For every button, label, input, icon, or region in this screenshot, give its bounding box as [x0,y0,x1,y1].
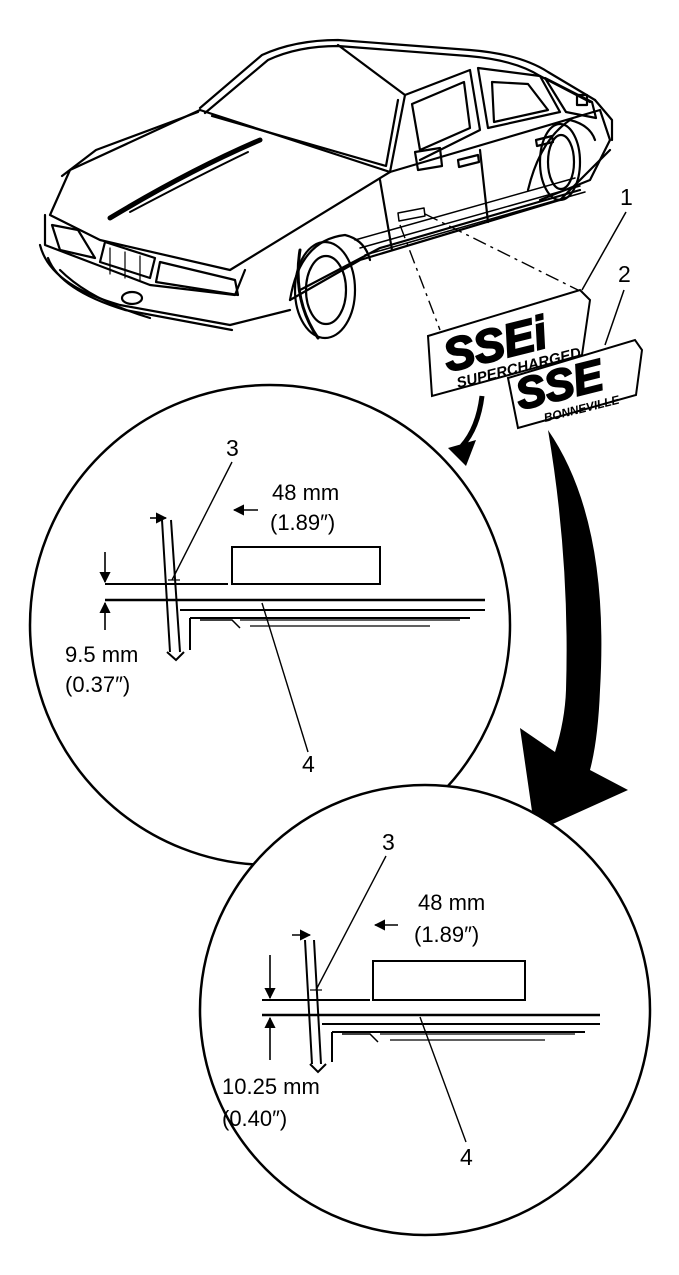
upper-horizontal-mm: 48 mm [272,480,339,505]
detail-circle-lower: 3 48 mm (1.89″) 10.25 mm (0.40″) 4 [198,783,652,1237]
emblem-position-box-lower [372,960,526,1001]
lower-horizontal-mm: 48 mm [418,890,485,915]
callout-2-leader [604,289,625,346]
upper-horizontal-in: (1.89″) [270,510,335,535]
callout-2: 2 [618,261,631,287]
upper-vertical-mm: 9.5 mm [65,642,138,667]
lower-horizontal-in: (1.89″) [414,922,479,947]
emblem-position-box-upper [231,546,381,585]
callout-3-lower: 3 [382,829,395,855]
callout-1-leader [581,211,627,291]
upper-vertical-in: (0.37″) [65,672,130,697]
callout-4-upper: 4 [302,751,315,777]
callout-1: 1 [620,184,633,210]
large-curved-arrow [520,430,628,832]
lower-vertical-mm: 10.25 mm [222,1074,320,1099]
car-illustration [38,38,614,340]
detail-circle-upper: 3 48 mm (1.89″) 9.5 mm (0.37″) 4 [28,383,512,867]
leader-lines [399,213,583,331]
lower-vertical-in: (0.40″) [222,1106,287,1131]
small-curved-arrow [448,395,485,466]
callout-4-lower: 4 [460,1144,473,1170]
callout-3-upper: 3 [226,435,239,461]
